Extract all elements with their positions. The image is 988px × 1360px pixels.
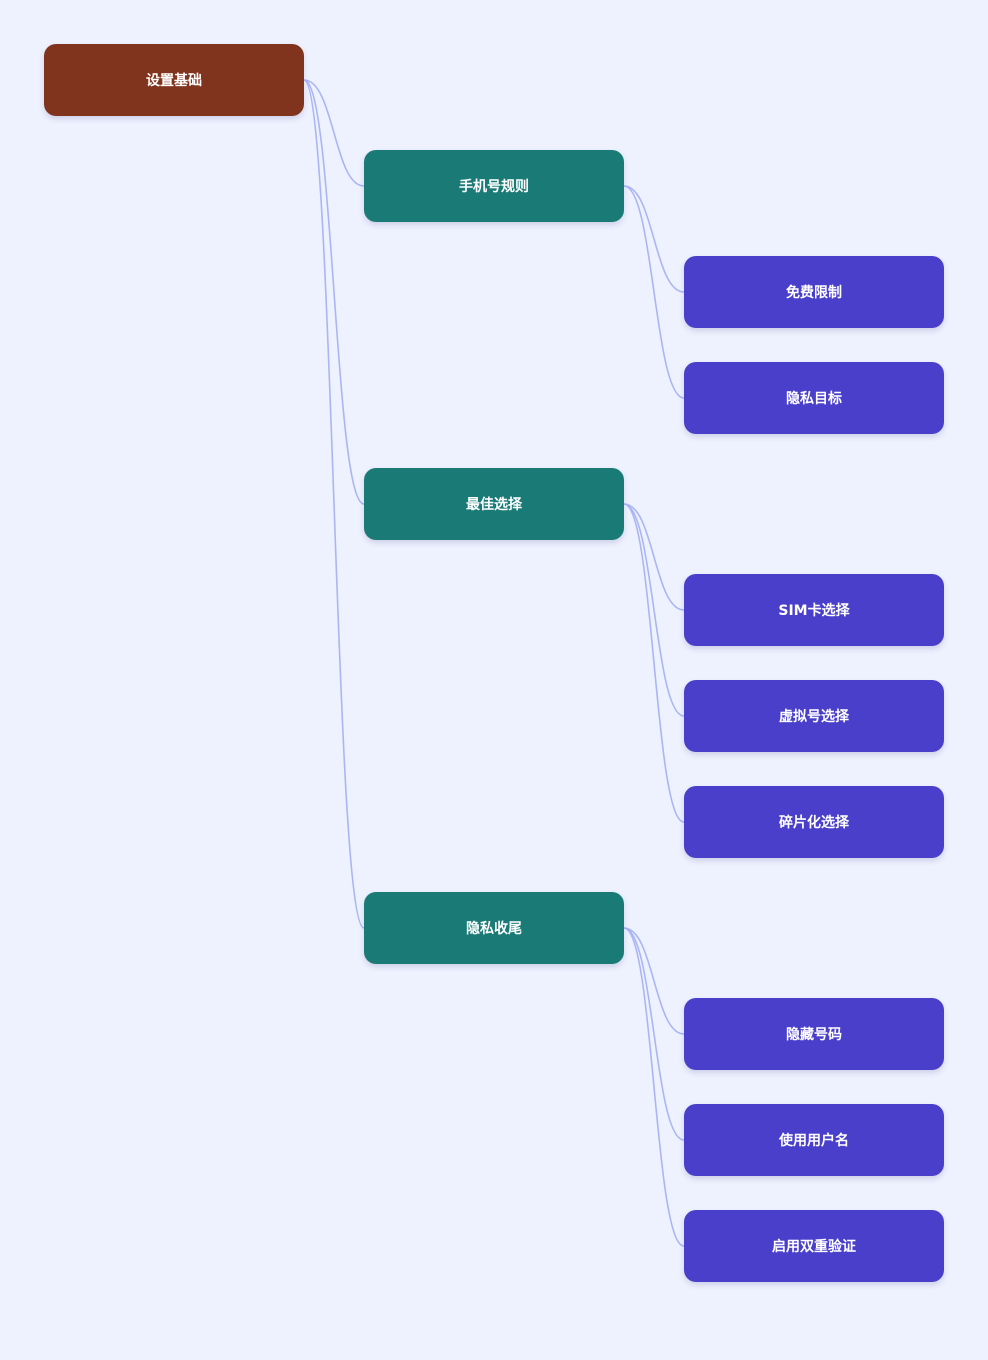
connector-branch-node-privacy-wrapup-to-leaf-node-enable-2fa — [623, 927, 685, 1247]
connector-branch-node-best-choice-to-leaf-node-virtual-number — [623, 503, 685, 717]
connector-branch-node-phone-rules-to-leaf-node-privacy-goal — [623, 185, 685, 399]
leaf-label: 隐私目标 — [786, 391, 842, 407]
leaf-node-virtual-number[interactable]: 虚拟号选择 — [684, 680, 944, 752]
root-label: 设置基础 — [146, 73, 202, 89]
leaf-node-enable-2fa[interactable]: 启用双重验证 — [684, 1210, 944, 1282]
leaf-node-use-username[interactable]: 使用用户名 — [684, 1104, 944, 1176]
connector-branch-node-best-choice-to-leaf-node-sim-choice — [623, 503, 685, 611]
connector-root-to-branch-node-best-choice — [303, 79, 365, 505]
leaf-label: SIM卡选择 — [778, 603, 850, 619]
root-node[interactable]: 设置基础 — [44, 44, 304, 116]
leaf-node-fragmented-choice[interactable]: 碎片化选择 — [684, 786, 944, 858]
branch-node-privacy-wrapup[interactable]: 隐私收尾 — [364, 892, 624, 964]
connector-root-to-branch-node-phone-rules — [303, 79, 365, 187]
branch-node-best-choice[interactable]: 最佳选择 — [364, 468, 624, 540]
leaf-label: 碎片化选择 — [779, 815, 849, 831]
leaf-label: 免费限制 — [786, 285, 842, 301]
connector-branch-node-phone-rules-to-leaf-node-free-limit — [623, 185, 685, 293]
branch-node-phone-rules[interactable]: 手机号规则 — [364, 150, 624, 222]
branch-label: 手机号规则 — [459, 179, 529, 195]
branch-label: 隐私收尾 — [466, 921, 522, 937]
leaf-node-free-limit[interactable]: 免费限制 — [684, 256, 944, 328]
connector-root-to-branch-node-privacy-wrapup — [303, 79, 365, 929]
leaf-node-sim-choice[interactable]: SIM卡选择 — [684, 574, 944, 646]
connector-branch-node-privacy-wrapup-to-leaf-node-hide-number — [623, 927, 685, 1035]
branch-label: 最佳选择 — [466, 497, 522, 513]
leaf-label: 启用双重验证 — [772, 1239, 856, 1255]
leaf-node-hide-number[interactable]: 隐藏号码 — [684, 998, 944, 1070]
connector-branch-node-privacy-wrapup-to-leaf-node-use-username — [623, 927, 685, 1141]
leaf-label: 虚拟号选择 — [779, 709, 849, 725]
leaf-label: 使用用户名 — [779, 1133, 849, 1149]
connector-branch-node-best-choice-to-leaf-node-fragmented-choice — [623, 503, 685, 823]
leaf-label: 隐藏号码 — [786, 1027, 842, 1043]
leaf-node-privacy-goal[interactable]: 隐私目标 — [684, 362, 944, 434]
